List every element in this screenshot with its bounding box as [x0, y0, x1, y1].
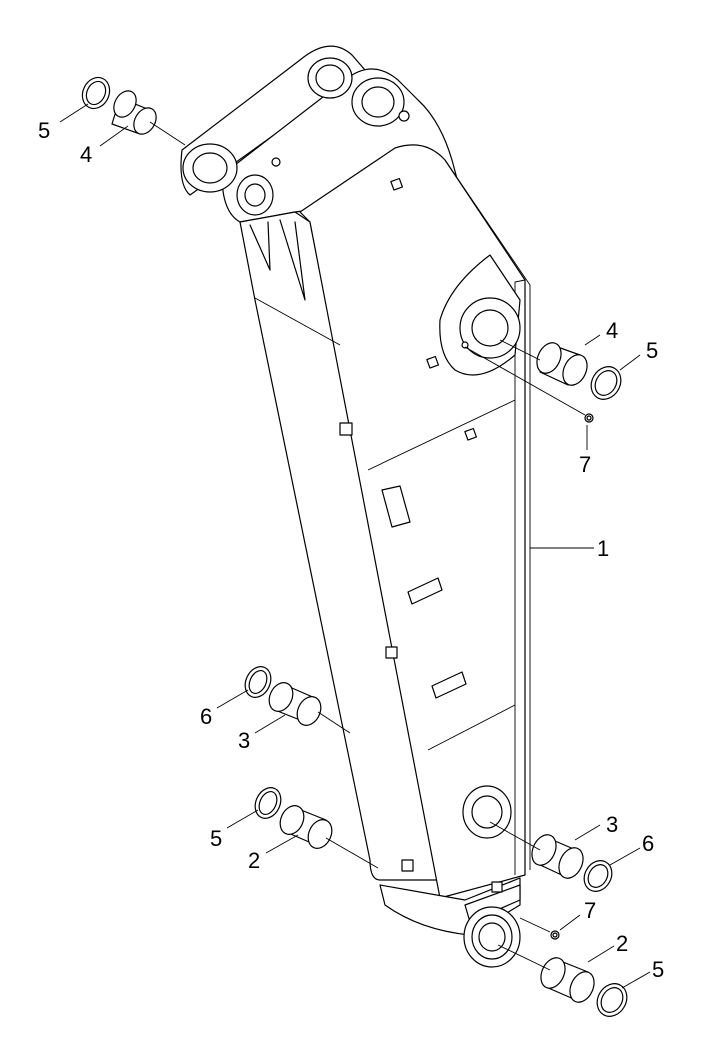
callout-2-left-lower: 2	[248, 848, 260, 873]
top-small-eye	[236, 174, 274, 216]
callout-5-mid-right: 5	[646, 338, 658, 363]
callout-3-left-mid: 3	[238, 728, 250, 753]
callout-4-top-left: 4	[80, 142, 92, 167]
shim-top-left	[81, 76, 111, 110]
grease-fitting-mid	[584, 413, 594, 423]
shim-left-mid	[244, 666, 272, 698]
top-rear-eye	[307, 57, 353, 99]
callout-1: 1	[597, 536, 609, 561]
boom-seam-1	[254, 297, 341, 346]
bushing-top-left	[111, 90, 157, 135]
shim-right-cyl	[583, 860, 613, 892]
boom-body	[180, 45, 531, 968]
foot-bracket	[491, 881, 503, 893]
foot-eye-inner	[478, 922, 506, 952]
top-bolt-icon	[398, 110, 410, 122]
callout-6-left-mid: 6	[200, 704, 212, 729]
bracket-c	[464, 427, 478, 441]
callout-7-mid: 7	[579, 452, 591, 477]
callout-5-top-left: 5	[38, 118, 50, 143]
callout-3-right: 3	[606, 812, 618, 837]
leader-lines	[59, 103, 651, 989]
top-left-eye	[182, 143, 238, 193]
top-front-eye	[351, 77, 405, 127]
bracket-a	[390, 177, 404, 191]
bracket-f	[401, 859, 414, 872]
callout-6-right: 6	[642, 831, 654, 856]
bushing-left-mid	[268, 682, 322, 726]
bushing-right-cyl	[531, 834, 584, 879]
grease-fitting-foot	[550, 930, 560, 940]
lower-boss-inner	[471, 795, 503, 829]
bracket-plate	[381, 485, 411, 528]
top-bolt-2-icon	[271, 157, 281, 167]
boom-slot-left	[249, 221, 271, 271]
shim-mid-right	[590, 366, 622, 400]
mid-boss-inner	[471, 309, 509, 347]
callout-5-foot: 5	[652, 957, 664, 982]
bracket-d	[339, 422, 353, 436]
boom-seam-3	[427, 704, 516, 751]
bracket-e	[385, 646, 398, 659]
boom-slot-right	[279, 219, 306, 301]
bushing-foot	[540, 957, 595, 1003]
callout-5-left-lower: 5	[210, 826, 222, 851]
boom-seam-2	[367, 399, 516, 471]
shim-foot	[596, 983, 628, 1017]
bushing-mid-right	[536, 342, 588, 386]
callout-labels: 1 4 5 4 5 7 6 3 5 2 3 6 7 2 5	[38, 118, 664, 982]
callout-2-foot: 2	[616, 931, 628, 956]
boom-right-edge	[444, 159, 531, 875]
bracket-clip-2	[431, 671, 467, 699]
mid-boss-bolt-icon	[461, 341, 469, 349]
bushing-left-lower	[279, 805, 333, 849]
callout-7-foot: 7	[584, 898, 596, 923]
bracket-b	[426, 355, 440, 369]
shim-left-lower	[254, 787, 282, 819]
callout-4-mid-right: 4	[606, 318, 618, 343]
bracket-clip-1	[407, 577, 443, 605]
